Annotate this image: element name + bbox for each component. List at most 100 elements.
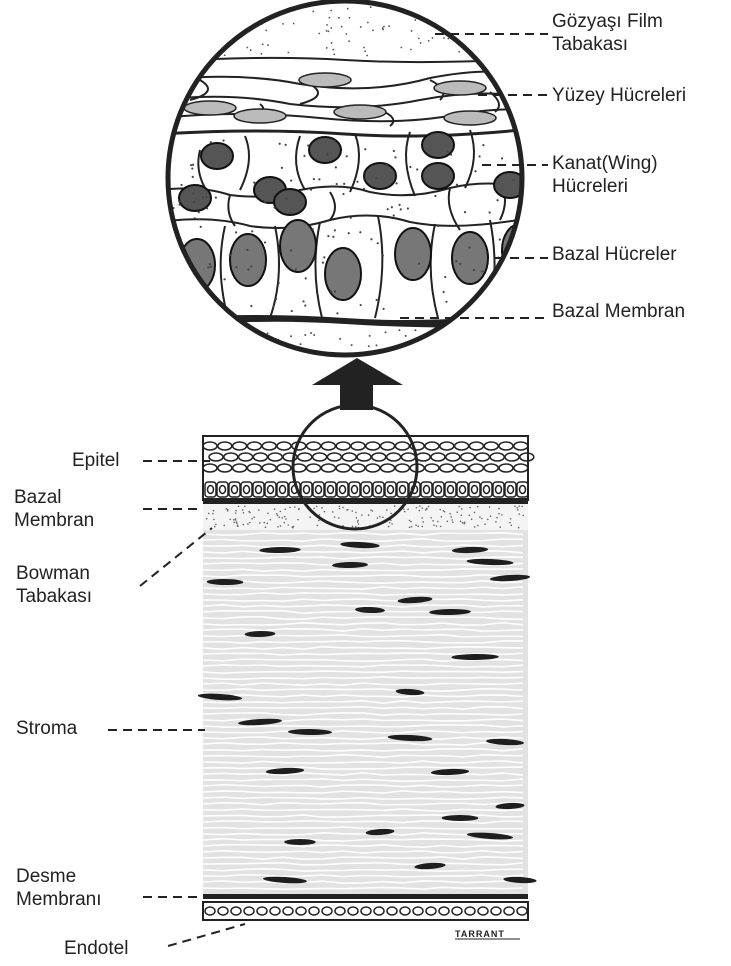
bowman-dot [361, 514, 363, 516]
bowman-dot [456, 511, 458, 513]
bowman-dot [238, 506, 240, 508]
bowman-dot [411, 526, 413, 528]
tear-dot [496, 26, 498, 28]
surface-nucleus [234, 109, 286, 123]
lower-dot [310, 332, 312, 334]
lower-dot [203, 345, 205, 347]
tear-dot [170, 35, 172, 37]
bowman-dot [388, 526, 390, 528]
tear-dot [287, 52, 289, 54]
bowman-dot [479, 516, 481, 518]
bowman-dot [233, 519, 235, 521]
bowman-dot [370, 509, 372, 511]
bowman-dot [229, 518, 231, 520]
bowman-dot [243, 524, 245, 526]
bowman-dot [498, 513, 500, 515]
cytoplasm-dot [165, 276, 167, 278]
bowman-dot [443, 510, 445, 512]
cytoplasm-dot [209, 263, 211, 265]
cytoplasm-dot [215, 196, 217, 198]
lower-dot [339, 338, 341, 340]
bowman-dot [477, 506, 479, 508]
bowman-dot [474, 526, 476, 528]
cytoplasm-dot [235, 266, 237, 268]
tear-dot [382, 29, 384, 31]
bowman-dot [276, 513, 278, 515]
cytoplasm-dot [235, 231, 237, 233]
cytoplasm-dot [479, 313, 481, 315]
tear-dot [217, 44, 219, 46]
bowman-dot [215, 524, 217, 526]
bowman-dot [426, 508, 428, 510]
tear-dot [223, 7, 225, 9]
tear-dot [211, 16, 213, 18]
tear-dot [441, 12, 443, 14]
cytoplasm-dot [393, 214, 395, 216]
bowman-dot [297, 519, 299, 521]
tear-dot [293, 23, 295, 25]
bowman-dot [206, 518, 208, 520]
label-basal-cells: Bazal Hücreler [552, 243, 677, 266]
cytoplasm-dot [285, 144, 287, 146]
wing-nucleus [274, 189, 306, 215]
cytoplasm-dot [281, 167, 283, 169]
tear-dot [522, 21, 524, 23]
bowman-dot [386, 509, 388, 511]
cytoplasm-dot [278, 282, 280, 284]
cytoplasm-dot [275, 298, 277, 300]
bowman-dot [213, 519, 215, 521]
lower-dot [493, 329, 495, 331]
cytoplasm-dot [247, 268, 249, 270]
cytoplasm-dot [336, 312, 338, 314]
bowman-dot [267, 523, 269, 525]
lower-dot [283, 349, 285, 351]
tear-dot [188, 49, 190, 51]
cytoplasm-dot [210, 141, 212, 143]
tear-dot [318, 33, 320, 35]
cytoplasm-dot [360, 304, 362, 306]
surface-nucleus [444, 111, 496, 125]
cytoplasm-dot [194, 217, 196, 219]
cytoplasm-dot [224, 278, 226, 280]
tear-dot [262, 43, 264, 45]
bowman-dot [237, 525, 239, 527]
lower-dot [375, 344, 377, 346]
tear-dot [226, 8, 228, 10]
bowman-dot [516, 507, 518, 509]
label-basal-membrane-top-line1: Bazal Membran [552, 300, 685, 323]
bowman-dot [243, 512, 245, 514]
cytoplasm-dot [326, 152, 328, 154]
cytoplasm-dot [481, 270, 483, 272]
bowman-dot [313, 508, 315, 510]
basal-nucleus [395, 228, 431, 280]
bowman-dot [368, 514, 370, 516]
lower-dot [299, 343, 301, 345]
bowman-dot [277, 526, 279, 528]
bowman-dot [292, 527, 294, 529]
label-bowman: Bowman Tabakası [16, 562, 92, 608]
bowman-dot [346, 509, 348, 511]
cytoplasm-dot [330, 290, 332, 292]
label-descemet-line2: Membranı [16, 888, 102, 911]
cytoplasm-dot [246, 249, 248, 251]
cytoplasm-dot [290, 249, 292, 251]
label-endothelium-line1: Endotel [64, 937, 128, 960]
tear-dot [191, 9, 193, 11]
surface-nucleus [184, 101, 236, 115]
wing-nucleus [309, 137, 341, 163]
cytoplasm-dot [443, 291, 445, 293]
bowman-dot [481, 518, 483, 520]
bowman-dot [514, 505, 516, 507]
bowman-dot [440, 526, 442, 528]
cytoplasm-dot [302, 300, 304, 302]
tear-dot [193, 55, 195, 57]
cytoplasm-dot [513, 179, 515, 181]
lower-dot [313, 334, 315, 336]
tear-dot [230, 20, 232, 22]
bowman-dot [517, 509, 519, 511]
tear-dot [522, 15, 524, 17]
cytoplasm-dot [332, 236, 334, 238]
tear-dot [265, 30, 267, 32]
cytoplasm-dot [334, 229, 336, 231]
